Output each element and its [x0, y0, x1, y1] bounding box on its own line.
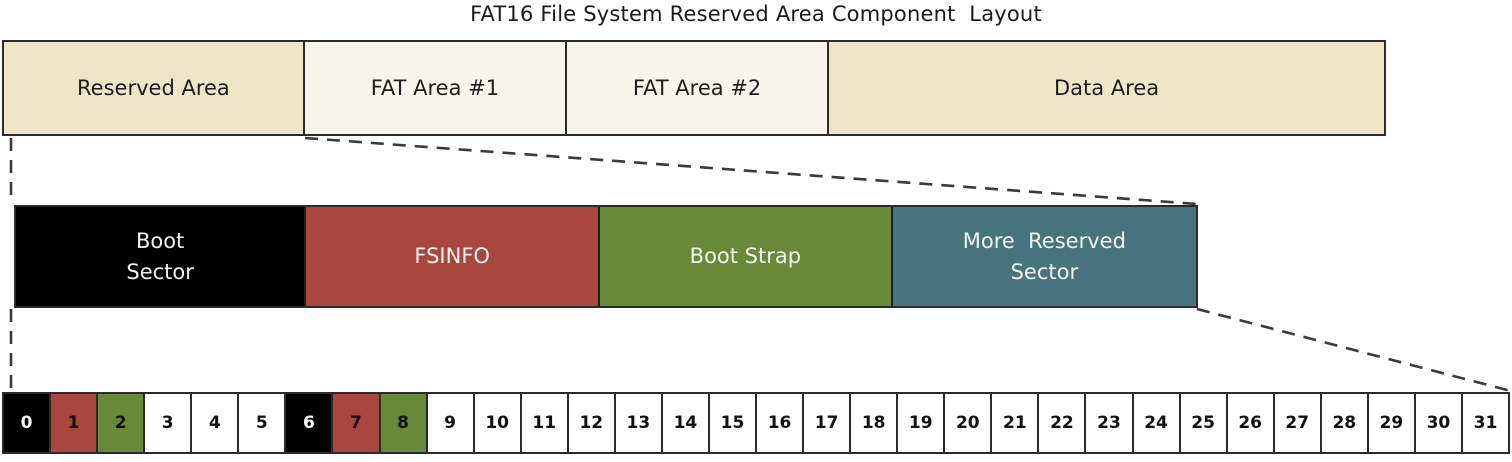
- fs-segment-label: FAT Area #1: [370, 75, 500, 100]
- reserved-detail-segment: FSINFO: [306, 207, 601, 306]
- sector-cell: 6: [286, 394, 334, 452]
- sector-cell: 21: [992, 394, 1040, 452]
- reserved-detail-label-line1: Boot: [135, 229, 185, 254]
- sector-cell-number: 30: [1426, 413, 1451, 433]
- sector-cell-number: 26: [1238, 413, 1262, 433]
- sector-cell: 19: [898, 394, 946, 452]
- sector-cell-number: 3: [161, 413, 174, 433]
- fs-segment: Data Area: [829, 42, 1384, 134]
- sector-cell-number: 20: [955, 413, 980, 433]
- sector-cell-number: 7: [350, 413, 362, 433]
- sector-cell: 12: [568, 394, 616, 452]
- sector-cell: 20: [945, 394, 993, 452]
- fs-segment-label: FAT Area #2: [632, 75, 762, 100]
- sector-cell: 3: [145, 394, 193, 452]
- sector-cell: 18: [851, 394, 899, 452]
- sector-cell: 13: [615, 394, 663, 452]
- sector-cell-number: 16: [767, 413, 792, 433]
- sector-cell: 7: [333, 394, 381, 452]
- sector-cell-number: 25: [1191, 413, 1215, 433]
- sector-cell-number: 17: [814, 413, 839, 433]
- sector-cell-number: 1: [67, 413, 80, 433]
- sector-cell: 15: [709, 394, 757, 452]
- sector-cell: 0: [4, 394, 52, 452]
- sector-cell-number: 27: [1285, 413, 1310, 433]
- sector-cell: 16: [757, 394, 805, 452]
- sector-cell-number: 21: [1003, 413, 1027, 433]
- sector-cell: 8: [380, 394, 428, 452]
- sector-cell-number: 29: [1379, 413, 1404, 433]
- sector-cell: 14: [662, 394, 710, 452]
- sector-cell-number: 31: [1473, 413, 1498, 433]
- reserved-detail-label-line1: Boot Strap: [689, 244, 802, 269]
- sector-cell: 30: [1415, 394, 1463, 452]
- sector-cell-number: 14: [673, 413, 698, 433]
- sector-cell-number: 15: [720, 413, 745, 433]
- sector-cell-number: 18: [861, 413, 886, 433]
- fs-segment: FAT Area #2: [567, 42, 830, 134]
- reserved-detail-label-line1: FSINFO: [414, 244, 490, 269]
- sector-cell: 24: [1133, 394, 1181, 452]
- leader-line-detail-right-diagonal: [1196, 307, 1512, 393]
- sector-cell-number: 11: [532, 413, 557, 433]
- sector-cell: 10: [474, 394, 522, 452]
- sector-cell-number: 0: [20, 413, 33, 433]
- reserved-detail-label-line2: Sector: [126, 259, 194, 284]
- sector-cell-number: 23: [1097, 413, 1121, 433]
- reserved-detail-label-line1: More Reserved: [962, 229, 1126, 254]
- filesystem-layout-bar: Reserved Area FAT Area #1 FAT Area #2 Data …: [2, 40, 1386, 136]
- sector-cell-number: 22: [1050, 413, 1074, 433]
- sector-cell: 2: [98, 394, 146, 452]
- sector-cell-number: 10: [485, 413, 509, 433]
- sector-cell-number: 9: [444, 413, 457, 433]
- sector-cell-number: 2: [114, 413, 127, 433]
- sector-cell: 23: [1086, 394, 1134, 452]
- sector-cell: 11: [521, 394, 569, 452]
- sector-cell: 27: [1274, 394, 1322, 452]
- sector-cell-number: 12: [579, 413, 604, 433]
- sector-cell-number: 24: [1144, 413, 1168, 433]
- fs-segment-label: Reserved Area: [77, 75, 230, 100]
- sector-cell: 4: [192, 394, 240, 452]
- sector-cell: 5: [239, 394, 287, 452]
- diagram-title: FAT16 File System Reserved Area Componen…: [470, 2, 1042, 26]
- sector-cell: 29: [1368, 394, 1416, 452]
- fs-segment: Reserved Area: [4, 42, 305, 134]
- sector-cell: 25: [1180, 394, 1228, 452]
- sector-cell-number: 13: [626, 413, 651, 433]
- sector-cell: 22: [1039, 394, 1087, 452]
- fs-segment-label: Data Area: [1054, 75, 1160, 100]
- sector-cell-number: 4: [208, 413, 221, 433]
- fs-segment: FAT Area #1: [304, 42, 568, 134]
- sector-cell: 17: [804, 394, 852, 452]
- sector-cell: 26: [1227, 394, 1275, 452]
- sector-cell-number: 28: [1332, 413, 1357, 433]
- reserved-detail-segment: Boot Strap: [600, 207, 893, 306]
- leader-line-reserved-right-diagonal: [304, 136, 1198, 206]
- sector-cell-number: 19: [908, 413, 933, 433]
- sector-cell-number: 5: [255, 413, 268, 433]
- sector-cell: 1: [51, 394, 99, 452]
- sector-cell: 31: [1462, 394, 1508, 452]
- sector-cell: 28: [1321, 394, 1369, 452]
- sector-cell: 9: [427, 394, 475, 452]
- sector-cell-number: 6: [302, 413, 315, 433]
- reserved-detail-label-line2: Sector: [1010, 259, 1079, 284]
- sector-cell-number: 8: [397, 413, 409, 433]
